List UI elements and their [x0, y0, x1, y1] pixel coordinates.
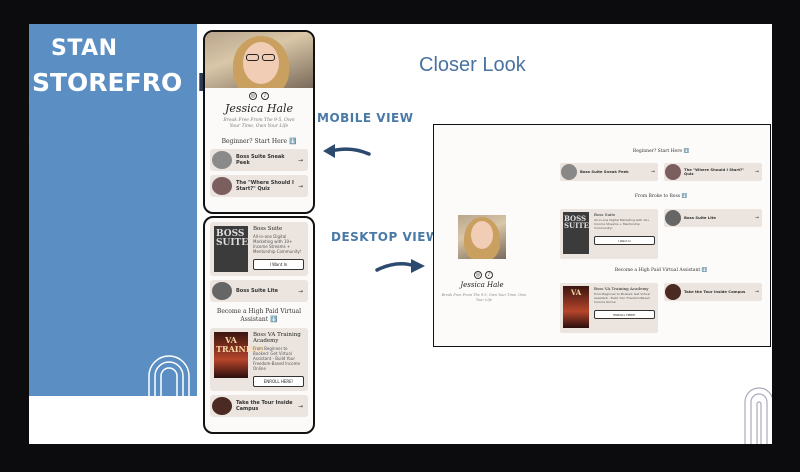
instagram-icon[interactable]: ◎	[474, 271, 482, 279]
arrow-left-icon	[323, 144, 371, 158]
link-card-quiz[interactable]: The "Where Should I Start?" Quiz →	[210, 175, 308, 197]
link-card-quiz[interactable]: The "Where Should I Start?" Quiz →	[664, 163, 762, 181]
profile-name: Jessica Hale	[460, 281, 504, 289]
card-thumbnail	[212, 397, 232, 415]
link-card-campus-tour[interactable]: Take the Tour Inside Campus →	[210, 395, 308, 417]
profile-tagline: Break Free From The 9-5, Own Your Time, …	[223, 118, 295, 129]
card-label: The "Where Should I Start?" Quiz	[236, 180, 294, 192]
section-heading: Become a High Paid Virtual Assistant ⬇️	[614, 268, 708, 273]
card-thumbnail	[212, 151, 232, 169]
arcs-decor-icon	[29, 98, 30, 144]
card-thumbnail	[665, 284, 681, 300]
i-want-in-button[interactable]: I Want In	[253, 259, 304, 270]
section-heading: Beginner? Start Here ⬇️	[221, 138, 297, 145]
arrow-right-icon: →	[297, 182, 303, 190]
boss-suite-cover: BOSS SUITE	[214, 226, 248, 272]
card-label: Take the Tour Inside Campus	[684, 288, 746, 294]
instagram-icon[interactable]: ◎	[249, 92, 257, 100]
i-want-in-button[interactable]: I Want In	[594, 236, 655, 246]
enroll-button[interactable]: ENROLL HERE!	[594, 310, 655, 320]
card-thumbnail	[212, 177, 232, 195]
card-thumbnail	[665, 210, 681, 226]
card-label: Boss Suite Lite	[684, 214, 716, 220]
profile-tagline: Break Free From The 9-5, Own Your Time, …	[441, 293, 527, 302]
link-card-sneak-peek[interactable]: Boss Suite Sneak Peek →	[560, 163, 658, 181]
section-heading: Beginner? Start Here ⬇️	[632, 149, 690, 154]
arrow-right-icon: →	[650, 169, 655, 175]
product-desc: From Beginner to Booked: Get Virtual Ass…	[594, 292, 651, 304]
brand-line-1: STAN	[51, 36, 118, 61]
link-card-campus-tour[interactable]: Take the Tour Inside Campus →	[664, 283, 762, 301]
arrow-right-icon	[375, 259, 425, 273]
product-card-boss-suite[interactable]: BOSS SUITE Boss Suite All-in-one Digital…	[210, 222, 308, 276]
profile-photo	[458, 215, 506, 259]
arrow-right-icon: →	[754, 169, 759, 175]
card-thumbnail	[561, 164, 577, 180]
card-thumbnail	[212, 282, 232, 300]
link-card-sneak-peek[interactable]: Boss Suite Sneak Peek →	[210, 149, 308, 171]
card-label: Take the Tour Inside Campus	[236, 400, 293, 412]
card-label: Boss Suite Sneak Peek	[236, 154, 285, 166]
tiktok-icon[interactable]: ♪	[261, 92, 269, 100]
desktop-preview: ◎ ♪ Jessica Hale Break Free From The 9-5…	[433, 124, 771, 347]
brand-line-2: STOREFRO	[32, 68, 183, 97]
arrow-right-icon: →	[297, 287, 303, 295]
mobile-preview-top: ◎ ♪ Jessica Hale Break Free From The 9-5…	[203, 30, 315, 214]
va-training-cover: VA	[563, 286, 589, 328]
profile-photo	[205, 32, 313, 88]
mobile-preview-bottom: BOSS SUITE Boss Suite All-in-one Digital…	[203, 216, 315, 434]
link-card-suite-lite[interactable]: Boss Suite Lite →	[210, 280, 308, 302]
product-desc: All-in-one Digital Marketing with 10+ In…	[253, 234, 302, 254]
va-training-cover: VA TRAINING	[214, 332, 264, 378]
boss-suite-cover: BOSS SUITE	[563, 212, 589, 254]
product-title: Boss VA Training Academy	[594, 286, 649, 291]
tiktok-icon[interactable]: ♪	[485, 271, 493, 279]
slide: STAN STOREFRO NT Closer Look MOBILE VIEW…	[29, 24, 772, 444]
product-title: Boss Suite	[594, 212, 616, 217]
card-label: Boss Suite Sneak Peek	[580, 168, 629, 174]
page-title: Closer Look	[419, 54, 526, 76]
arrow-right-icon: →	[297, 402, 303, 410]
section-heading: Become a High Paid Virtual Assistant ⬇️	[216, 308, 302, 323]
product-title: Boss Suite	[253, 226, 283, 232]
desktop-view-label: DESKTOP VIEW	[331, 230, 440, 244]
product-card-va-training[interactable]: VA TRAINING Boss VA Training Academy Fro…	[210, 328, 308, 391]
card-label: The "Where Should I Start?" Quiz	[684, 166, 745, 176]
product-card-boss-suite[interactable]: BOSS SUITE Boss Suite All-in-one Digital…	[560, 209, 658, 259]
product-desc: All-in-one Digital Marketing with 10+ In…	[594, 218, 650, 230]
section-heading: From Broke to Boss ⬇️	[634, 194, 688, 199]
product-card-va-training[interactable]: VA Boss VA Training Academy From Beginne…	[560, 283, 658, 333]
arrow-right-icon: →	[754, 289, 759, 295]
enroll-button[interactable]: ENROLL HERE!	[253, 376, 304, 387]
arrow-right-icon: →	[754, 215, 759, 221]
arcs-decor-icon	[744, 387, 772, 444]
link-card-suite-lite[interactable]: Boss Suite Lite →	[664, 209, 762, 227]
card-thumbnail	[665, 164, 681, 180]
profile-name: Jessica Hale	[224, 102, 294, 115]
product-desc: From Beginner to Booked: Get Virtual Ass…	[253, 346, 300, 371]
product-title: Boss VA Training Academy	[253, 332, 301, 344]
mobile-view-label: MOBILE VIEW	[317, 111, 414, 125]
card-label: Boss Suite Lite	[236, 288, 279, 294]
brand-panel: STAN STOREFRO	[29, 24, 197, 396]
arrow-right-icon: →	[297, 156, 303, 164]
arcs-decor-icon	[148, 355, 190, 396]
